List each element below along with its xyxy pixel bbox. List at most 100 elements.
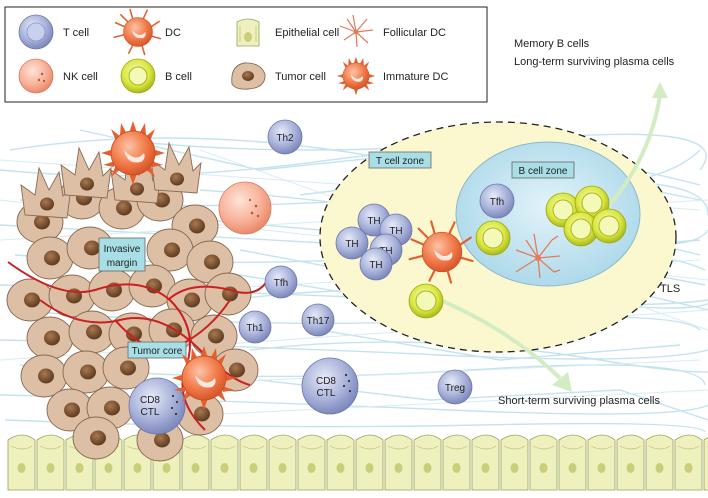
epithelial-cell: [442, 434, 471, 491]
t-cell-zone-label-box: [368, 151, 432, 169]
tumor-cell: [88, 268, 136, 312]
legend-label: NK cell: [63, 71, 98, 83]
tfh-stroma-label: Tfh: [274, 278, 288, 289]
cd8-stroma-label: CD8: [316, 376, 336, 387]
epithelial-cell: [239, 434, 268, 491]
epithelial-layer: [7, 434, 708, 491]
short-term-arrow: [439, 298, 572, 392]
tfh-cell-stroma: Tfh: [264, 265, 298, 299]
tumor-cell-invasive: [150, 141, 202, 194]
b-cell: [475, 220, 511, 256]
epithelial-cell: [297, 434, 326, 491]
tumor-cell: [146, 228, 194, 272]
cd8-ctl-tumor: CD8 CTL: [128, 377, 186, 435]
legend-label: Follicular DC: [383, 27, 446, 39]
epithelial-cell: [587, 434, 616, 491]
epithelial-cell: [471, 434, 500, 491]
b-cell-follicle: [475, 185, 627, 256]
b-cell-zone-label: B cell zone: [519, 166, 568, 177]
tumor-cell-invasive: [20, 166, 72, 219]
tfh-bzone-cell: Tfh: [479, 183, 515, 219]
invasive-margin-label-box: [98, 237, 146, 272]
treg-label: Treg: [445, 383, 465, 394]
tumor-mass: [6, 141, 259, 462]
epithelial-cell: [268, 434, 297, 491]
legend-item: Follicular DC: [339, 14, 446, 48]
tumor-cell: [68, 310, 116, 354]
legend: T cell DC Epithelial cell Follicular DC NK c…: [18, 8, 448, 96]
epithelial-cell: [7, 434, 36, 491]
b-cell: [574, 185, 610, 221]
th-label: TH: [345, 239, 358, 250]
legend-item: B cell: [120, 58, 192, 94]
legend-item: Tumor cell: [231, 62, 326, 90]
th17-cell: Th17: [301, 303, 335, 337]
epithelial-cell: [326, 434, 355, 491]
tumor-cell: [204, 272, 252, 316]
b-cell-migrating: [408, 283, 444, 319]
legend-label: T cell: [63, 27, 89, 39]
legend-item: Immature DC: [336, 56, 448, 96]
epithelial-cell: [558, 434, 587, 491]
legend-label: Epithelial cell: [275, 27, 339, 39]
tumor-zone-labels: Invasive margin Tumor core: [98, 237, 187, 359]
th-label: TH: [369, 260, 382, 271]
tls-zone-labels: T cell zone B cell zone TLS: [368, 151, 680, 295]
b-cell: [563, 211, 599, 247]
cd8-tumor-label: CD8: [140, 395, 160, 406]
b-cell-icon: [120, 58, 156, 94]
tumor-cell-icon: [231, 62, 266, 90]
th17-label: Th17: [307, 316, 330, 327]
th1-label: Th1: [246, 323, 264, 334]
t-cell-icon: [18, 14, 54, 50]
invasive-margin-label-2: margin: [107, 258, 138, 269]
output-labels: Memory B cells Long-term surviving plasm…: [498, 38, 675, 407]
epithelial-cell: [210, 434, 239, 491]
th2-cell: Th2: [267, 119, 303, 155]
invasive-margin-label-1: Invasive: [104, 244, 141, 255]
epithelial-cell: [384, 434, 413, 491]
legend-label: DC: [165, 27, 181, 39]
tumor-cell: [26, 316, 74, 360]
epithelial-cell: [645, 434, 674, 491]
t-cell-zone-label: T cell zone: [376, 156, 425, 167]
follicular-dc-cell: [515, 233, 561, 279]
tfh-bzone-label: Tfh: [490, 197, 504, 208]
treg-cell: Treg: [437, 369, 473, 405]
tumor-cell-invasive: [60, 146, 112, 199]
epithelial-cell: [616, 434, 645, 491]
legend-label: Tumor cell: [275, 71, 326, 83]
tls-label: TLS: [660, 283, 680, 295]
epithelial-cell: [674, 434, 703, 491]
memory-b-cells-label: Memory B cells: [514, 38, 590, 50]
epithelial-cell: [703, 437, 708, 491]
follicular-dc-icon: [339, 14, 374, 48]
nk-cell-icon: [18, 58, 54, 94]
epithelial-cell: [529, 434, 558, 491]
tumor-core-label-box: [127, 341, 187, 359]
legend-item: DC: [113, 8, 181, 56]
tumor-cell: [62, 350, 110, 394]
th2-label: Th2: [276, 133, 294, 144]
tumor-cell: [72, 416, 120, 460]
th-cell: TH: [359, 247, 393, 281]
legend-item: T cell: [18, 14, 89, 50]
nk-cell-stroma: [218, 181, 272, 235]
tumor-cell: [26, 236, 74, 280]
legend-item: Epithelial cell: [236, 18, 339, 47]
th-cell-cluster: THTHTHTHTH: [335, 203, 413, 281]
tumor-cell: [46, 388, 94, 432]
epithelial-cell-icon: [236, 18, 260, 47]
epithelial-cell: [355, 434, 384, 491]
epithelial-cell: [413, 434, 442, 491]
long-term-plasma-label: Long-term surviving plasma cells: [514, 56, 675, 68]
legend-label: Immature DC: [383, 71, 448, 83]
legend-label: B cell: [165, 71, 192, 83]
ctl-tumor-label: CTL: [141, 407, 160, 418]
tumor-cell: [186, 240, 234, 284]
b-cell-zone-label-box: [511, 161, 575, 179]
short-term-plasma-label: Short-term surviving plasma cells: [498, 395, 660, 407]
b-cell: [591, 208, 627, 244]
